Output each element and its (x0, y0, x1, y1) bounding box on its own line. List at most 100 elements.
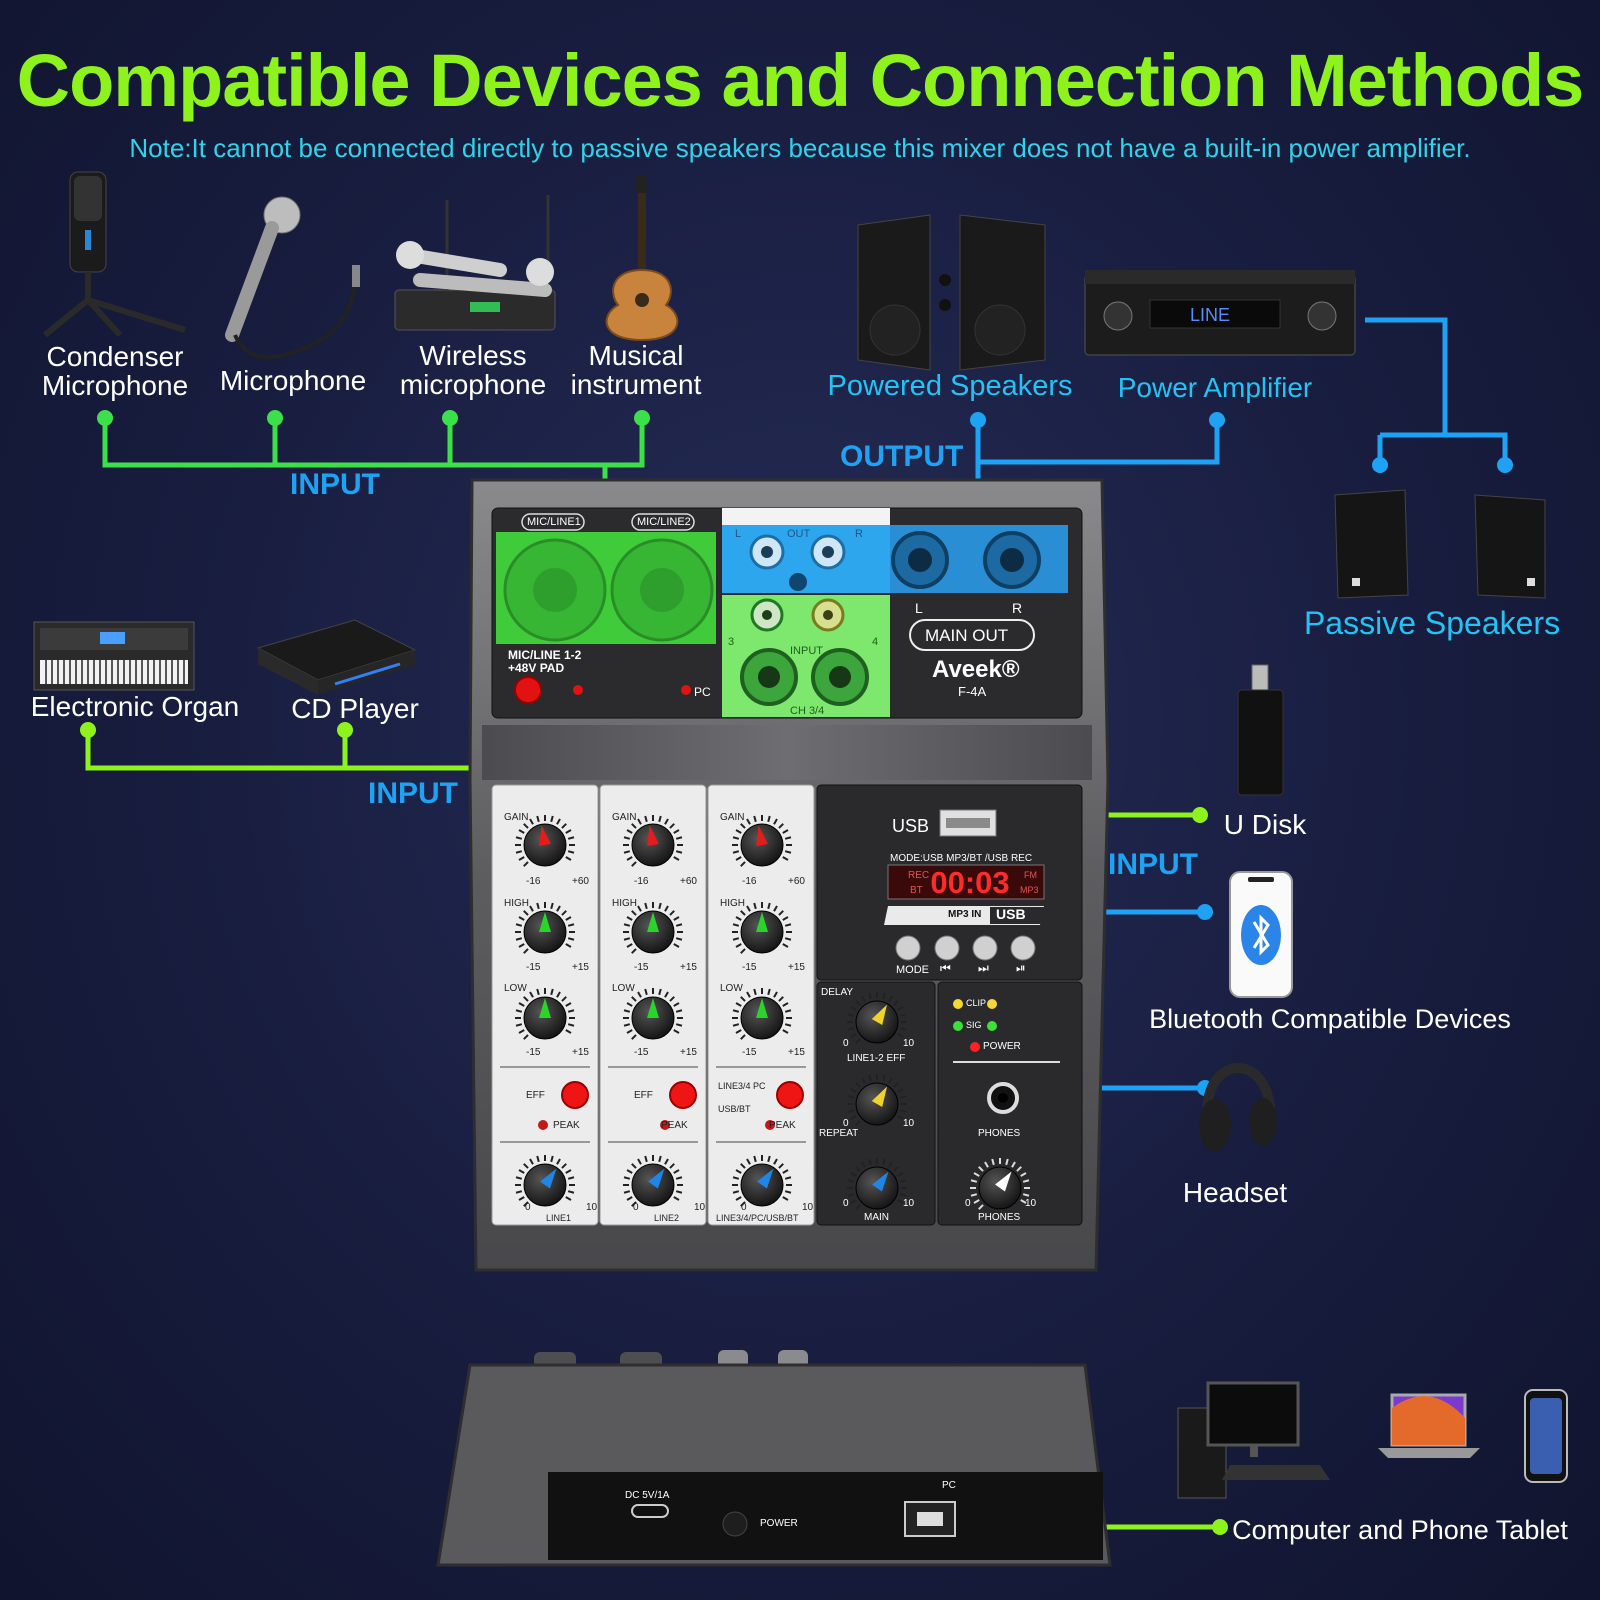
knob-11[interactable] (732, 1155, 792, 1207)
knob-8[interactable] (732, 988, 792, 1040)
line34-pc-label: LINE3/4 PC (718, 1081, 766, 1091)
channel-name-label: LINE1 (546, 1213, 572, 1223)
knob-9[interactable] (515, 1155, 575, 1207)
usb-bt-label: USB/BT (718, 1104, 751, 1114)
channel-name-label: LINE3/4/PC/USB/BT (716, 1213, 799, 1223)
peak-label: PEAK (769, 1120, 796, 1131)
delay-min-label: 0 (843, 1038, 849, 1049)
smartphone-bluetooth-icon (1229, 871, 1293, 998)
peak-label: PEAK (553, 1120, 580, 1131)
out-label: OUT (787, 528, 811, 540)
usb-switch-label: USB (996, 906, 1026, 922)
computer-devices-icon (1177, 1381, 1568, 1499)
phones-min-label: 0 (965, 1198, 971, 1209)
connection-dots (80, 410, 1513, 1535)
phones-max-label: 10 (1025, 1198, 1037, 1209)
repeat-label: REPEAT (819, 1128, 859, 1139)
computer-label: Computer and Phone Tablet (1232, 1515, 1568, 1545)
low-label: LOW (504, 983, 527, 994)
knob-12[interactable] (847, 992, 907, 1044)
knob-14[interactable] (847, 1158, 907, 1210)
electronic-organ-label: Electronic Organ (30, 691, 240, 722)
dc-label: DC 5V/1A (625, 1490, 670, 1501)
microphone-icon (225, 196, 360, 360)
high-max-label: +15 (788, 962, 805, 973)
knob-13[interactable] (847, 1074, 907, 1126)
mixer-back-panel (436, 1350, 1112, 1567)
high-min-label: -15 (526, 962, 541, 973)
gain-min-label: -16 (634, 876, 649, 887)
usb-label: USB (892, 816, 930, 836)
low-min-label: -15 (526, 1047, 541, 1058)
page-note: Note:It cannot be connected directly to … (129, 133, 1471, 163)
back-power-label: POWER (760, 1518, 798, 1529)
mp3-in-label: MP3 IN (948, 909, 982, 920)
gain-max-label: +60 (680, 876, 697, 887)
level-max-label: 10 (802, 1202, 814, 1213)
prev-button[interactable]: ⏮ (940, 961, 951, 975)
play-pause-button[interactable]: ⏯ (1016, 961, 1026, 975)
level-min-label: 0 (741, 1202, 747, 1213)
cd-player-icon (256, 619, 417, 695)
condenser-microphone-icon (43, 171, 186, 338)
low-max-label: +15 (788, 1047, 805, 1058)
knob-4[interactable] (623, 902, 683, 954)
knob-2[interactable] (732, 815, 792, 867)
ch34-label: CH 3/4 (790, 705, 825, 717)
high-max-label: +15 (680, 962, 697, 973)
passive-speakers-label: Passive Speakers (1303, 605, 1561, 641)
repeat-max-label: 10 (903, 1118, 915, 1129)
knob-3[interactable] (515, 902, 575, 954)
bluetooth-icon (1252, 914, 1270, 956)
back-pc-label: PC (942, 1480, 956, 1491)
knob-10[interactable] (623, 1155, 683, 1207)
low-max-label: +15 (572, 1047, 589, 1058)
knob-1[interactable] (623, 815, 683, 867)
knob-0[interactable] (515, 815, 575, 867)
mode-button[interactable]: MODE (896, 964, 929, 976)
gain-min-label: -16 (742, 876, 757, 887)
powered-speakers-icon (857, 214, 1046, 371)
input-heading-top: INPUT (290, 468, 380, 501)
channel-name-label: LINE2 (654, 1213, 680, 1223)
knob-7[interactable] (623, 988, 683, 1040)
page-title: Compatible Devices and Connection Method… (16, 39, 1585, 122)
knob-5[interactable] (732, 902, 792, 954)
main-r-label: R (1012, 600, 1023, 616)
output-heading: OUTPUT (840, 440, 964, 473)
sig-label: SIG (966, 1020, 982, 1030)
low-label: LOW (612, 983, 635, 994)
wireless-mic-label: Wireless microphone (399, 340, 547, 400)
rec-label: REC (908, 870, 930, 881)
mp3-label: MP3 (1020, 885, 1039, 895)
microphone-label: Microphone (219, 365, 367, 396)
knob-6[interactable] (515, 988, 575, 1040)
low-label: LOW (720, 983, 743, 994)
eff-label: EFF (526, 1090, 545, 1101)
main-out-label: MAIN OUT (925, 626, 1009, 645)
input-heading-left: INPUT (368, 777, 458, 810)
mode-line-label: MODE:USB MP3/BT /USB REC (890, 853, 1033, 864)
gain-label: GAIN (504, 812, 529, 823)
mic-line12-label: MIC/LINE 1-2 (508, 648, 582, 662)
cd-player-label: CD Player (291, 693, 419, 724)
mixer-knobs (515, 815, 1030, 1210)
mic-line2-label: MIC/LINE2 (637, 516, 691, 528)
level-min-label: 0 (633, 1202, 639, 1213)
electronic-organ-icon (33, 621, 195, 691)
fm-label: FM (1024, 870, 1037, 880)
condenser-mic-label: Condenser Microphone (41, 341, 189, 401)
headset-icon (1199, 1063, 1277, 1151)
next-button[interactable]: ⏭ (978, 961, 989, 975)
line12-eff-label: LINE1-2 EFF (847, 1053, 906, 1064)
usb-drive-icon (1237, 664, 1284, 796)
gain-label: GAIN (612, 812, 637, 823)
high-min-label: -15 (634, 962, 649, 973)
bluetooth-label: Bluetooth Compatible Devices (1149, 1004, 1511, 1034)
gain-label: GAIN (720, 812, 745, 823)
knob-15[interactable] (970, 1158, 1030, 1210)
wireless-microphone-icon (394, 195, 556, 331)
gain-min-label: -16 (526, 876, 541, 887)
